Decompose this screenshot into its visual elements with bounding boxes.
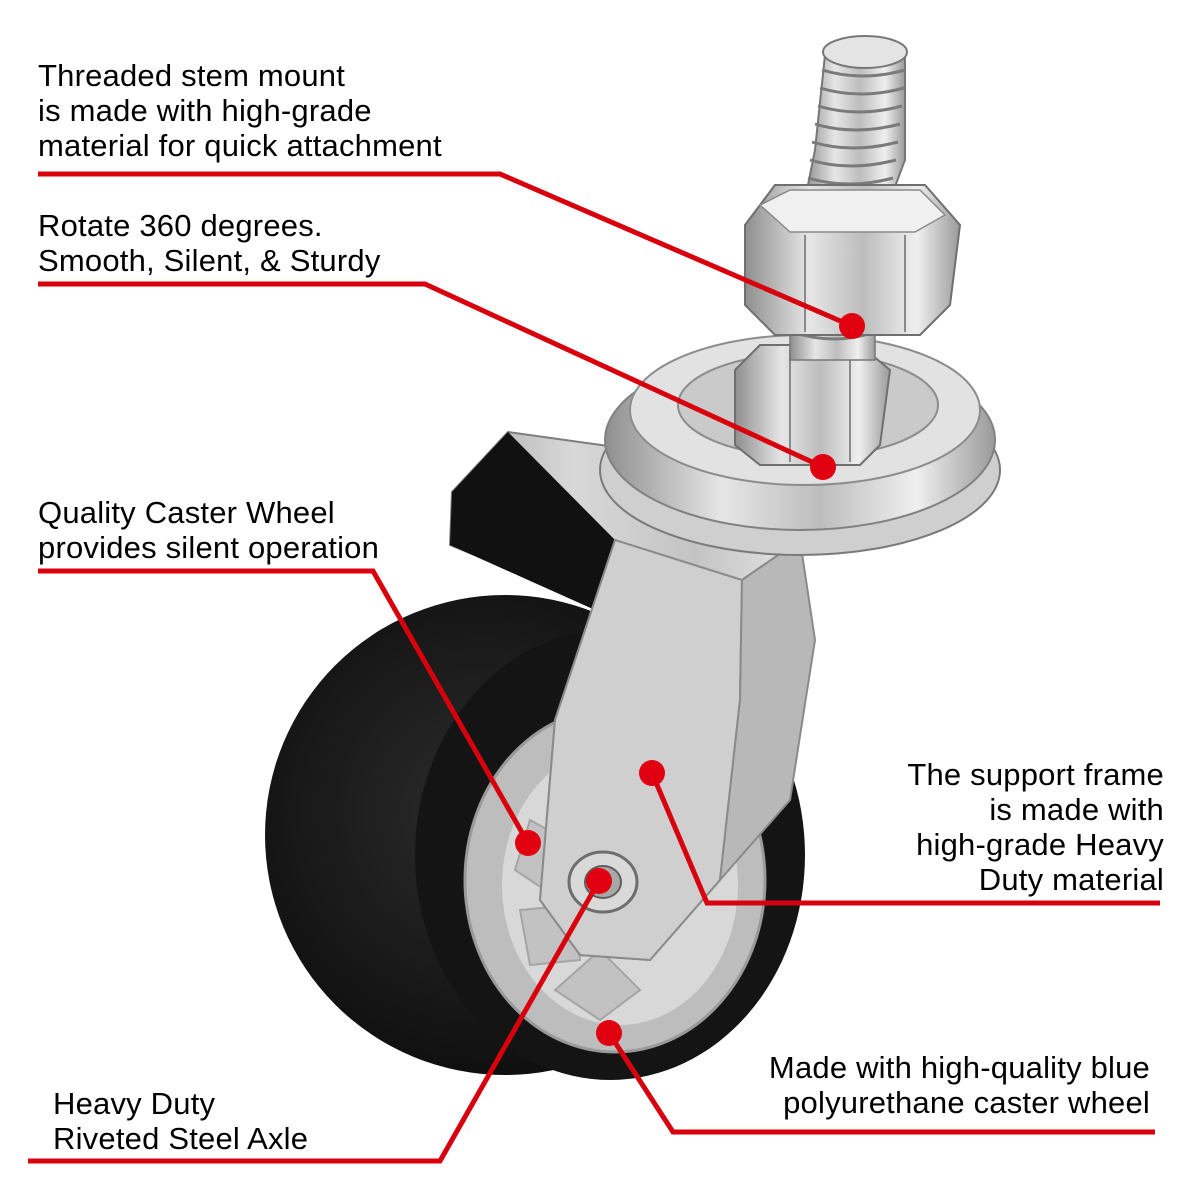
callout-text: Made with high-quality blue: [768, 1050, 1150, 1085]
callout-quality-caster: Quality Caster Wheel provides silent ope…: [38, 495, 379, 565]
callout-text: Duty material: [978, 862, 1164, 897]
callout-text: Quality Caster Wheel: [38, 495, 335, 530]
callout-rotate-360: Rotate 360 degrees. Smooth, Silent, & St…: [38, 208, 381, 278]
support-frame: [448, 430, 817, 962]
leader-line-quality-caster: [38, 568, 531, 845]
callout-threaded-stem: Threaded stem mount is made with high-gr…: [38, 58, 442, 163]
callout-text: Riveted Steel Axle: [53, 1121, 309, 1156]
callout-support-frame: The support frame is made with high-grad…: [907, 757, 1164, 897]
dot-marker-icon: [596, 1020, 622, 1046]
leader-line-polyurethane-wheel: [606, 1031, 1155, 1135]
dot-marker-icon: [515, 830, 541, 856]
callout-text: material for quick attachment: [38, 128, 442, 163]
upper-nut: [744, 184, 962, 336]
dot-marker-icon: [810, 454, 836, 480]
callout-text: provides silent operation: [38, 530, 380, 565]
callout-dots: [515, 313, 865, 1046]
leader-line-threaded-stem: [38, 171, 853, 329]
leader-line-rotate-360: [38, 281, 825, 470]
callout-text: is made with: [989, 792, 1164, 827]
callout-text: is made with high-grade: [38, 93, 372, 128]
callout-text: The support frame: [907, 757, 1164, 792]
dot-marker-icon: [839, 313, 865, 339]
frame-shadow-interior: [450, 432, 615, 610]
dot-marker-icon: [639, 760, 665, 786]
leader-line-riveted-axle: [28, 879, 602, 1164]
lower-nut: [734, 344, 892, 466]
callout-text: high-grade Heavy: [916, 827, 1164, 862]
stem-tip: [822, 35, 908, 69]
leader-line-support-frame: [649, 772, 1160, 906]
callout-text: Smooth, Silent, & Sturdy: [38, 243, 381, 278]
callout-polyurethane-wheel: Made with high-quality blue polyurethane…: [769, 1050, 1150, 1120]
callout-text: polyurethane caster wheel: [783, 1085, 1150, 1120]
dot-marker-icon: [586, 868, 612, 894]
callout-text: Rotate 360 degrees.: [38, 208, 323, 243]
callout-text: Threaded stem mount: [38, 58, 346, 93]
callout-riveted-axle: Heavy Duty Riveted Steel Axle: [53, 1086, 308, 1156]
callout-text: Heavy Duty: [53, 1086, 216, 1121]
leader-lines: [28, 171, 1160, 1164]
